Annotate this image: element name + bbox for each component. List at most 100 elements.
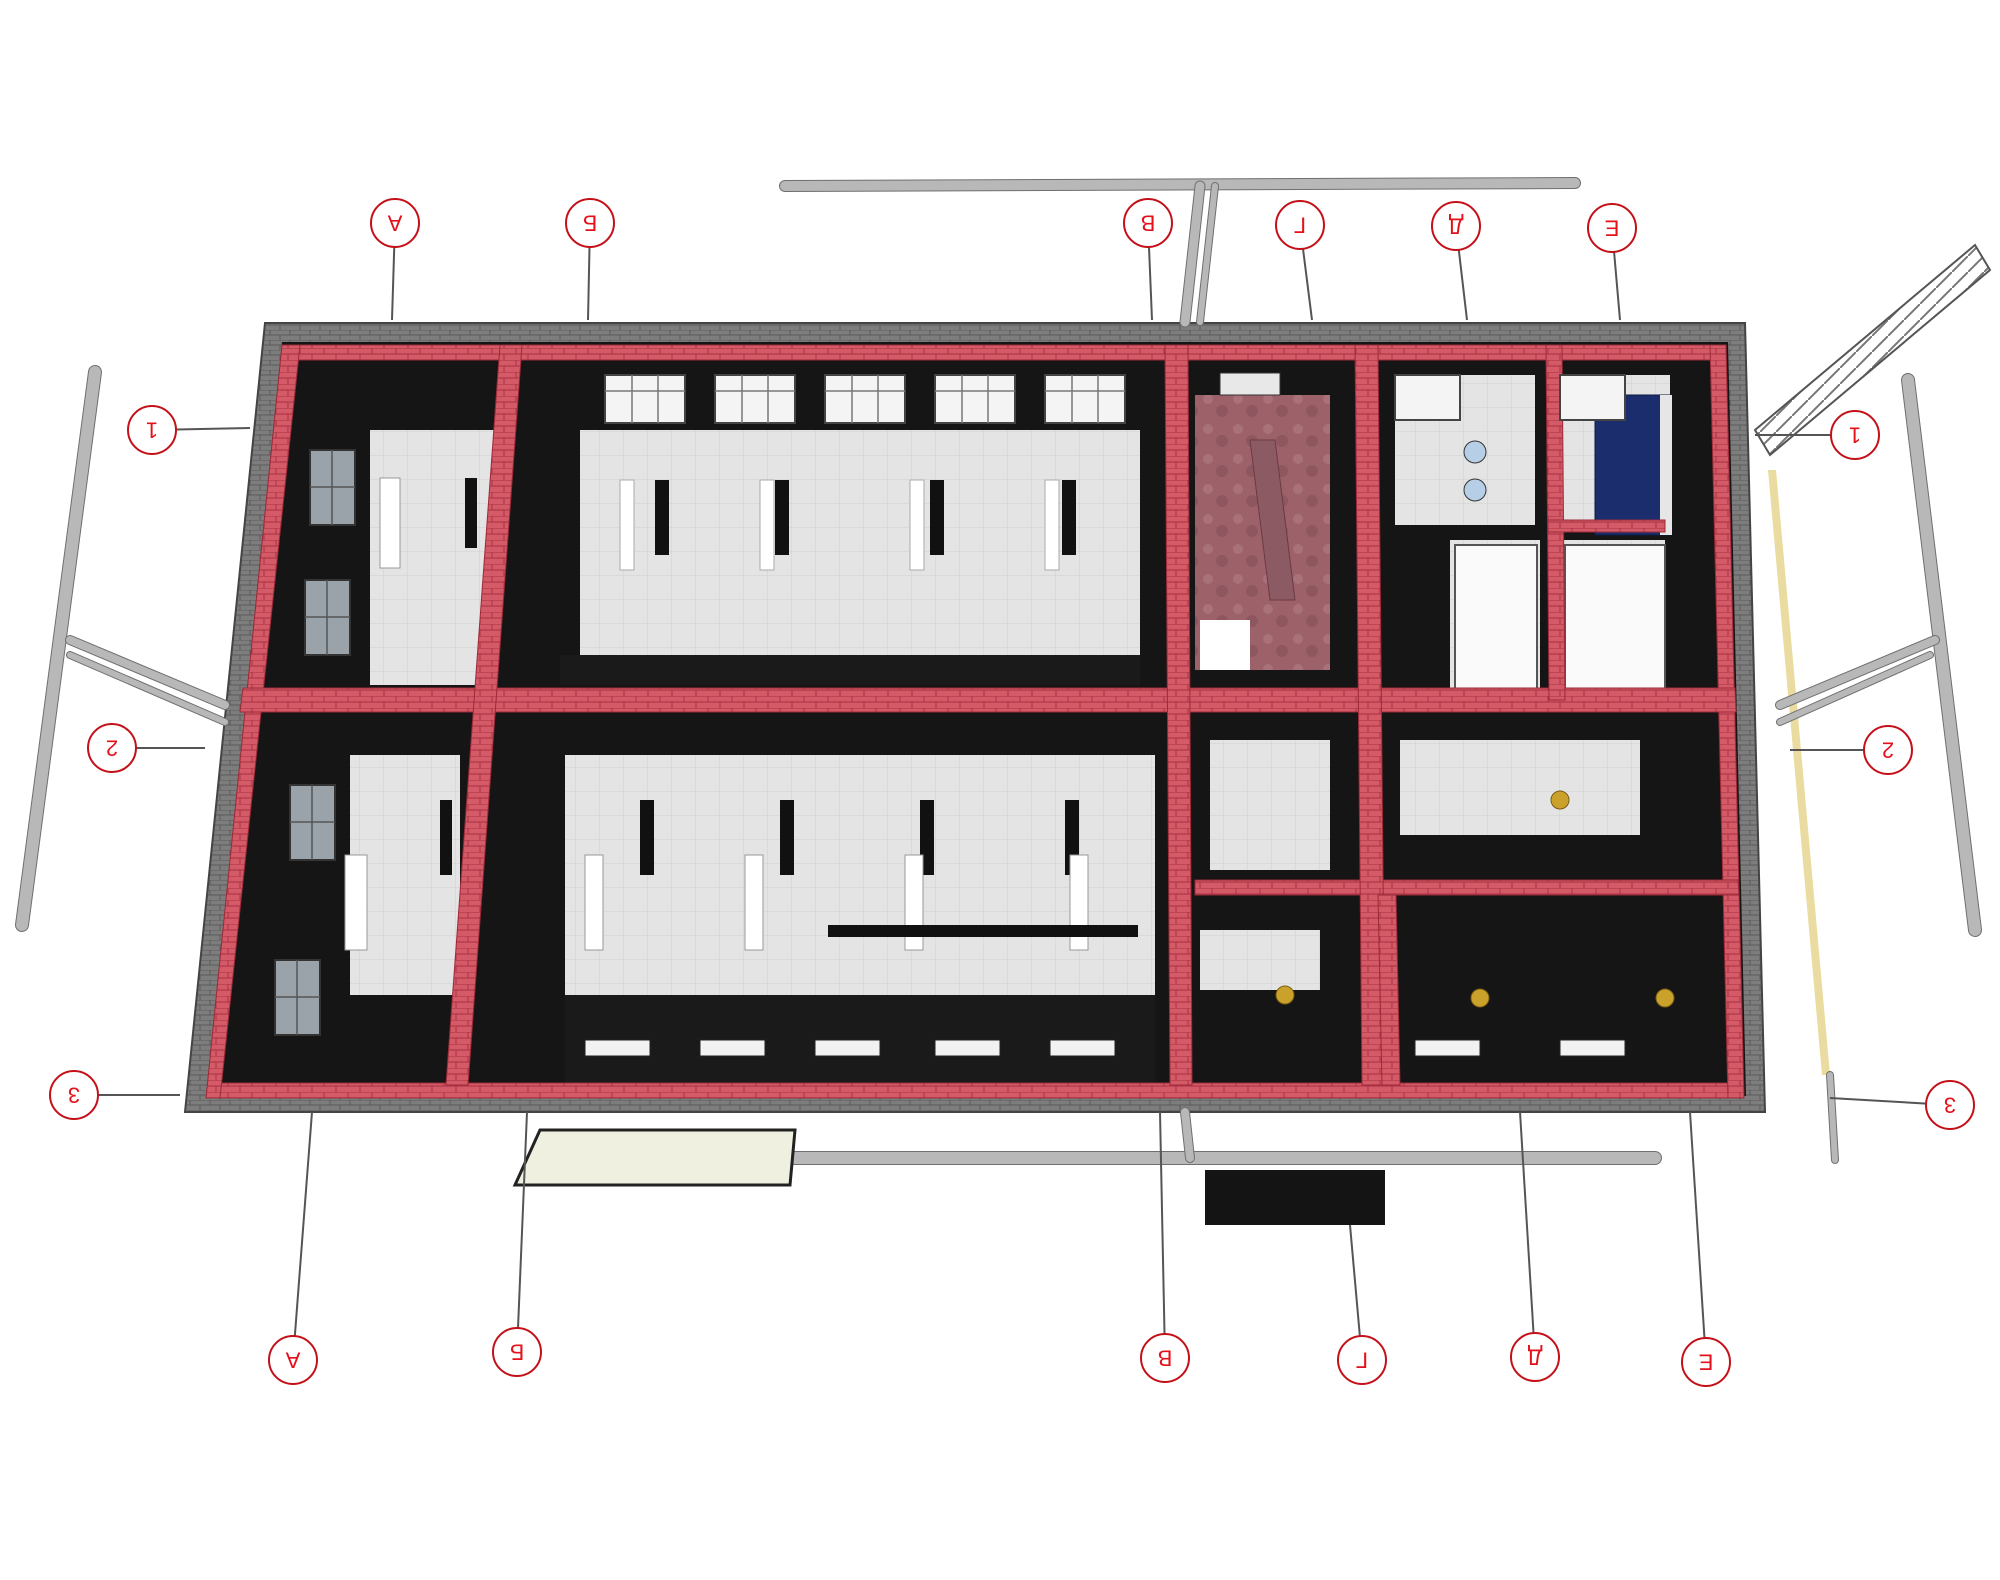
window-top-mullion-3	[825, 375, 905, 423]
axis-bubble-D-bottom	[1510, 1332, 1560, 1382]
axis-G-bottom: Г	[1337, 1224, 1387, 1385]
axis-1-right: 1	[1755, 410, 1880, 460]
radiator-bottom-2	[699, 1039, 766, 1057]
axis-3-left: 3	[49, 1070, 180, 1120]
axis-bubble-1-right	[1830, 410, 1880, 460]
light-strip-1	[655, 480, 669, 555]
axis-label-2-left: 2	[106, 736, 118, 761]
axis-bubble-D-top	[1431, 201, 1481, 251]
blue-glazing-frame	[1660, 395, 1672, 535]
axis-1-left: 1	[127, 405, 251, 455]
light-a1	[465, 478, 477, 548]
axis-B-bottom: Б	[492, 1111, 542, 1377]
axis-D-top: Д	[1431, 201, 1481, 321]
pipe-top-drop	[1180, 181, 1205, 327]
wall-axis-v	[1164, 344, 1193, 1086]
axis-bubble-2-right	[1863, 725, 1913, 775]
axis-V-top: В	[1123, 198, 1173, 321]
axis-label-D-bottom: Д	[1527, 1345, 1542, 1370]
axis-2-right: 2	[1790, 725, 1913, 775]
window-top-mullion-1	[605, 375, 685, 423]
light-box-2	[1564, 544, 1666, 696]
light-strip-5	[640, 800, 654, 875]
chandelier-1	[1550, 790, 1570, 810]
chair-1	[1463, 440, 1487, 464]
axis-label-G-top: Г	[1294, 213, 1306, 238]
radiator-bottom-3	[814, 1039, 881, 1057]
axis-leader-A-bottom	[292, 1111, 313, 1361]
axis-E-bottom: Е	[1681, 1111, 1731, 1387]
axis-leader-D-bottom	[1519, 1111, 1536, 1358]
radiator-bottom-1	[584, 1039, 651, 1057]
radiator-bottom-5	[1049, 1039, 1116, 1057]
axis-bubble-A-top	[370, 198, 420, 248]
window-left-mullion-2	[305, 580, 350, 655]
stair-landing	[1200, 620, 1250, 670]
axis-label-A-bottom: А	[285, 1348, 300, 1373]
room-v2-floor	[1210, 740, 1330, 870]
pipe-top-drop-2	[1197, 183, 1218, 325]
wall-bottom	[211, 1082, 1743, 1099]
axis-label-3-right: 3	[1944, 1093, 1956, 1118]
axis-V-bottom: В	[1140, 1111, 1190, 1383]
radiator-bottom-4	[934, 1039, 1001, 1057]
wall-e1-box	[1547, 519, 1666, 533]
axis-bubble-V-top	[1123, 198, 1173, 248]
panel-a2	[344, 854, 368, 951]
wall-axis-b	[445, 344, 523, 1086]
axis-bubble-1-left	[127, 405, 177, 455]
hall-upper-band	[560, 655, 1140, 685]
axis-label-B-bottom: Б	[510, 1340, 524, 1365]
window-top-2	[714, 374, 796, 424]
room-g2-floor	[1400, 740, 1640, 835]
axis-bubble-B-bottom	[492, 1327, 542, 1377]
axis-bubble-E-bottom	[1681, 1337, 1731, 1387]
window-top-mullion-5	[1045, 375, 1125, 423]
axis-bubble-2-left	[87, 723, 137, 773]
window-stair	[1219, 372, 1281, 396]
axis-label-E-top: Е	[1605, 216, 1620, 241]
axis-label-V-bottom: В	[1158, 1346, 1173, 1371]
radiator-bottom-7	[1559, 1039, 1626, 1057]
panel-top-3	[909, 479, 925, 571]
axis-label-2-right: 2	[1882, 738, 1894, 763]
light-a2	[440, 800, 452, 875]
stair-flight	[1249, 439, 1296, 601]
entrance-pit	[1205, 1170, 1385, 1225]
entrance-porch	[512, 1128, 797, 1187]
window-top-mullion-2	[715, 375, 795, 423]
axis-A-top: А	[370, 198, 420, 321]
pipe-right-branch	[1776, 636, 1939, 709]
axis-label-E-bottom: Е	[1699, 1350, 1714, 1375]
axis-bubble-3-right	[1925, 1080, 1975, 1130]
axis-bubble-B-top	[565, 198, 615, 248]
radiator-bottom-6	[1414, 1039, 1481, 1057]
pipe-left-branch-2	[67, 652, 228, 725]
axis-B-top: Б	[565, 198, 615, 321]
axis-bubble-V-bottom	[1140, 1333, 1190, 1383]
pipe-top	[780, 178, 1580, 191]
chair-2	[1463, 478, 1487, 502]
facade-strip	[1768, 470, 1830, 1075]
axis-label-V-top: В	[1141, 211, 1156, 236]
grid-axes: А Б В Г Д Е А Б В Г Д Е 1 2 3 1 2 3	[49, 198, 1975, 1387]
window-top-1	[604, 374, 686, 424]
axis-label-B-top: Б	[583, 211, 597, 236]
window-left-mullion-1	[310, 450, 355, 525]
axis-bubble-3-left	[49, 1070, 99, 1120]
axis-G-top: Г	[1275, 200, 1325, 321]
wall-lower-mid	[1377, 894, 1401, 1086]
external-pipes	[15, 177, 1992, 1225]
light-strip-2	[775, 480, 789, 555]
chandelier-4	[1655, 988, 1675, 1008]
panel-bottom-2	[744, 854, 764, 951]
axis-bubble-G-bottom	[1337, 1335, 1387, 1385]
panel-top-2	[759, 479, 775, 571]
axis-3-right: 3	[1829, 1080, 1975, 1130]
axis-bubble-E-top	[1587, 203, 1637, 253]
light-strip-3	[930, 480, 944, 555]
panel-top-4	[1044, 479, 1060, 571]
light-box-1	[1454, 544, 1538, 696]
axis-label-G-bottom: Г	[1356, 1348, 1368, 1373]
axis-label-1-right: 1	[1849, 423, 1861, 448]
